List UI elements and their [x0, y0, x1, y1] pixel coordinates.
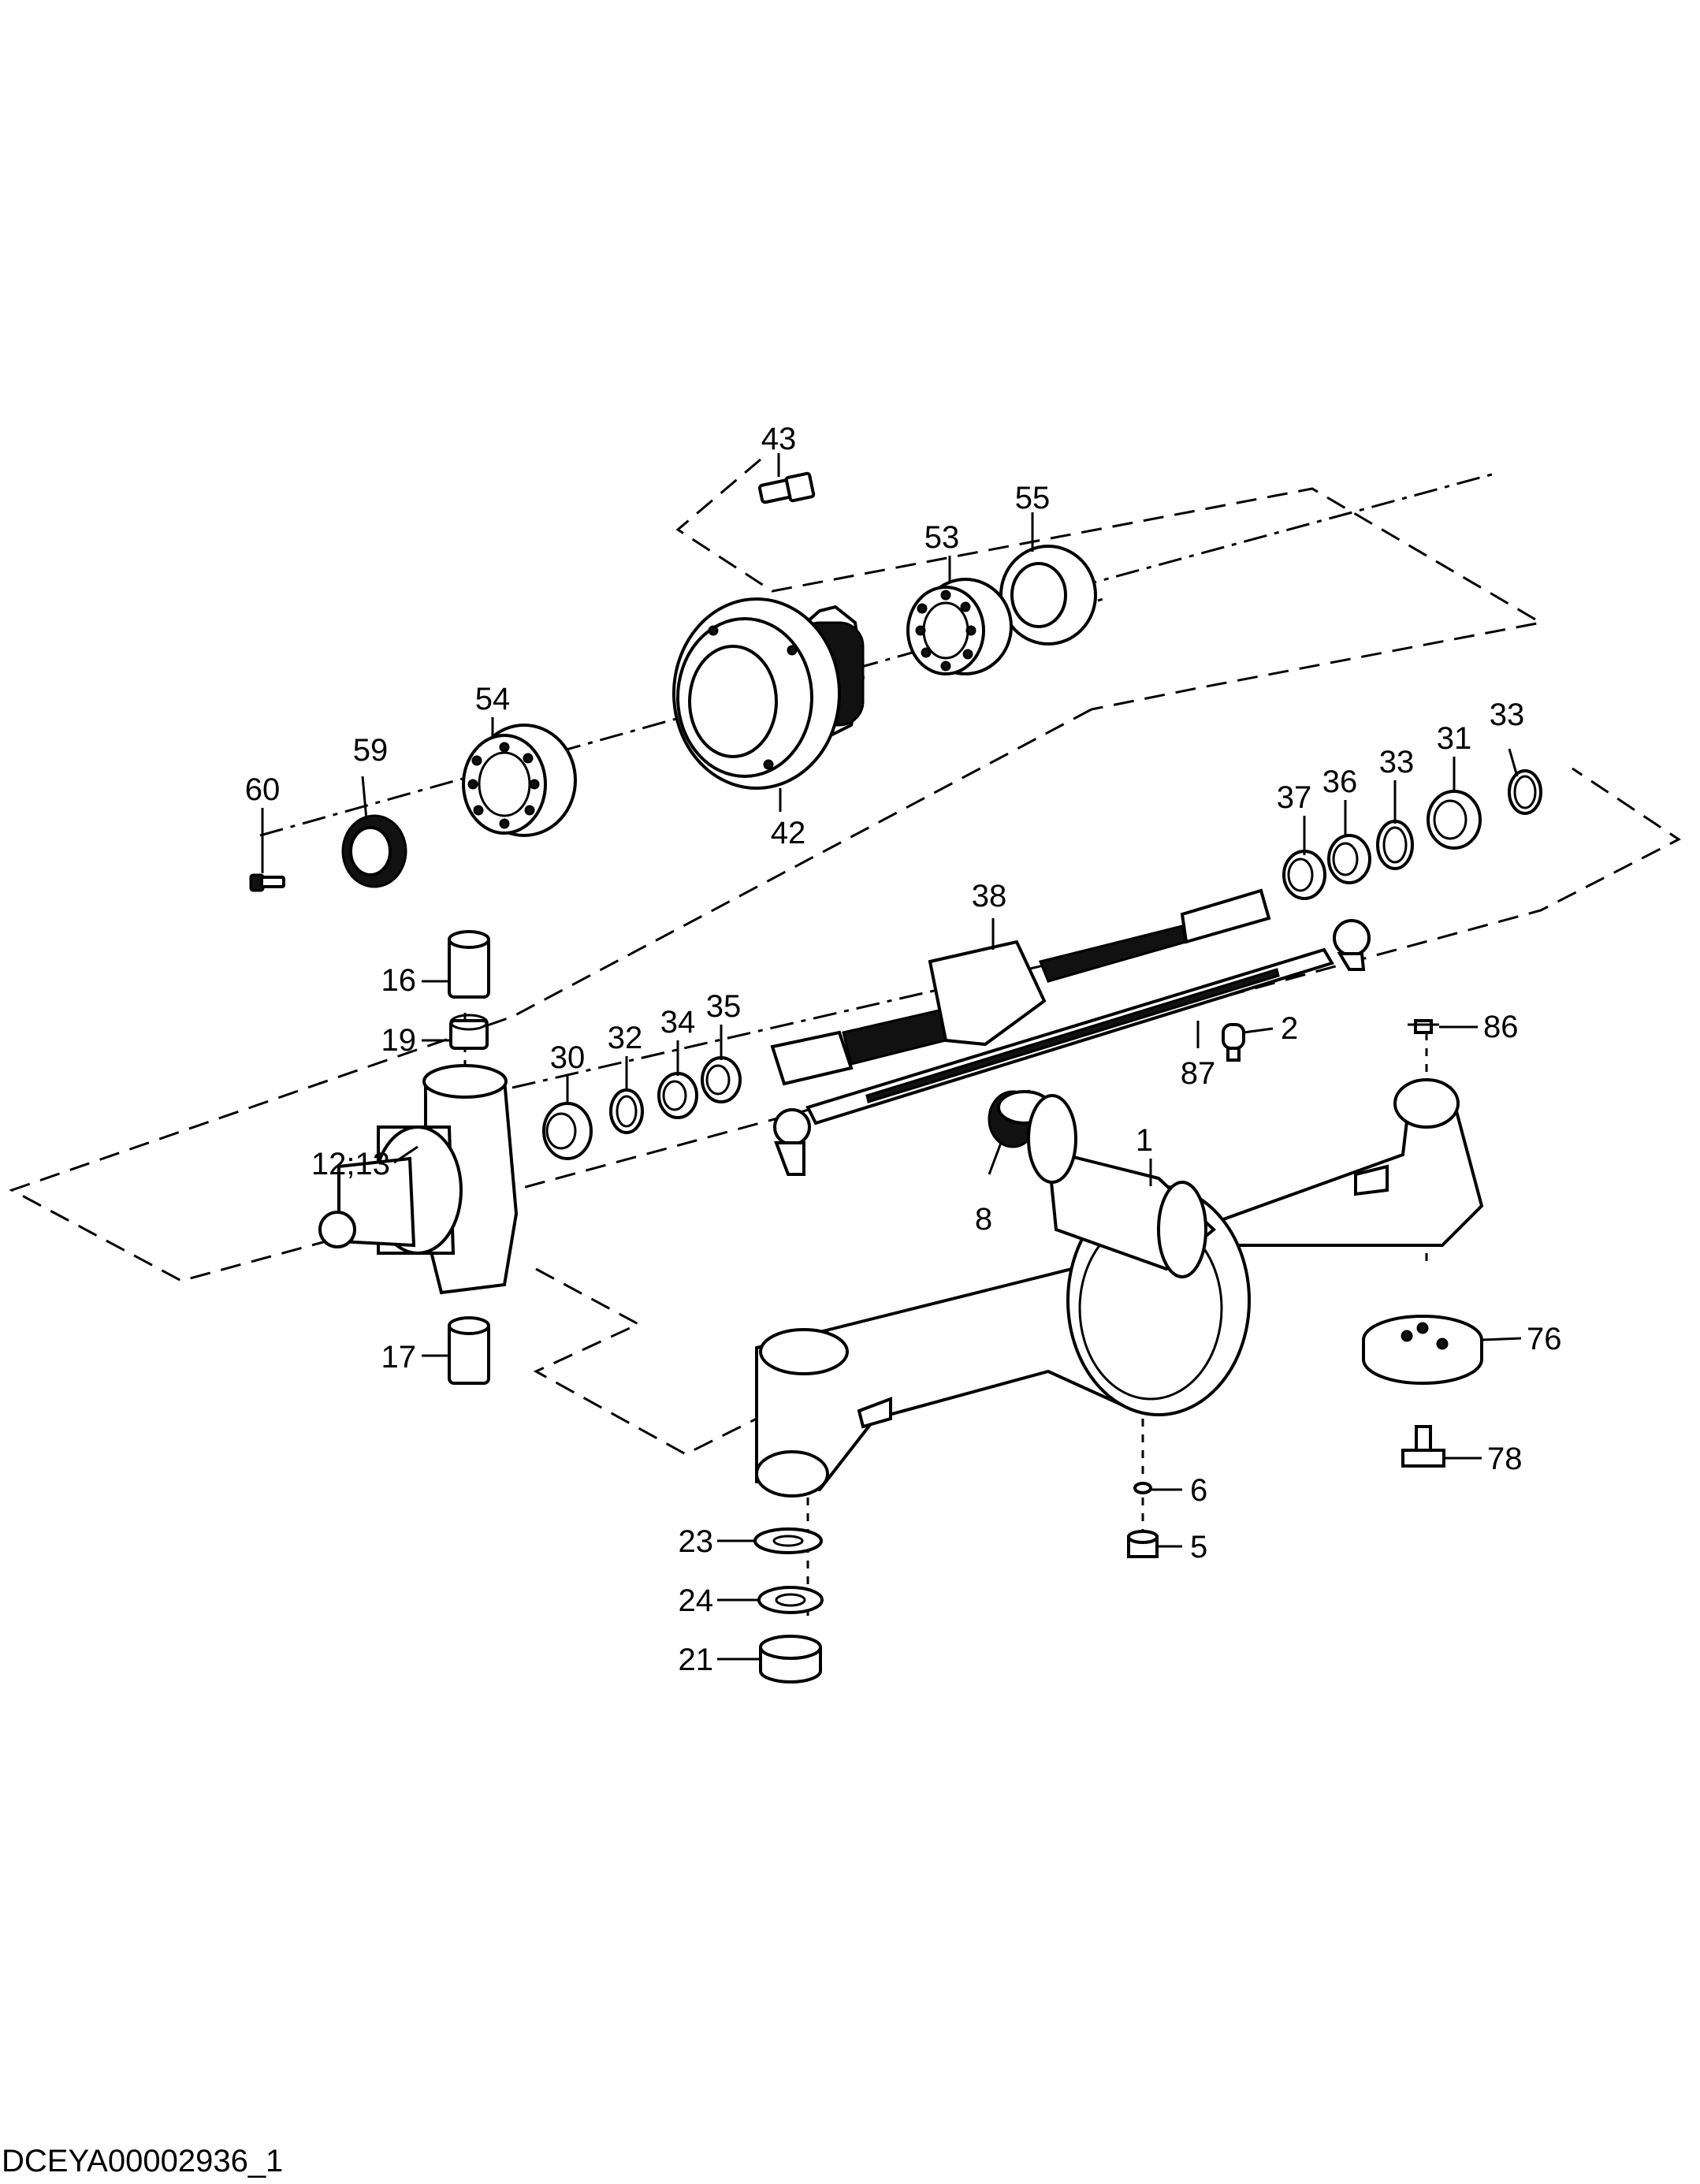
leader-lines [261, 453, 1522, 1661]
ring-36 [1327, 834, 1371, 884]
callout-86: 86 [1483, 1010, 1519, 1044]
callout-43: 43 [761, 422, 797, 456]
bushing-30 [542, 1102, 593, 1160]
steering-knuckle-12-13 [318, 1064, 519, 1295]
axle-housing-1 [755, 1078, 1484, 1498]
callout-5: 5 [1190, 1530, 1207, 1565]
callout-36: 36 [1322, 765, 1358, 799]
washer-24 [757, 1586, 824, 1614]
bushing-19 [449, 1014, 489, 1050]
callout-54: 54 [475, 682, 511, 716]
lock-nut-59 [341, 814, 407, 888]
callout-33a: 33 [1379, 745, 1415, 779]
callout-30: 30 [550, 1040, 586, 1075]
callout-21: 21 [679, 1643, 714, 1677]
plug-5 [1127, 1530, 1159, 1558]
drive-shaft-38 [770, 888, 1271, 1086]
bushing-31 [1427, 790, 1482, 850]
callout-76: 76 [1527, 1322, 1562, 1356]
fitting-86 [1408, 1019, 1439, 1034]
callout-60: 60 [245, 772, 281, 807]
snap-ring-33-b [1508, 769, 1542, 815]
callout-24: 24 [679, 1583, 714, 1618]
washer-23 [753, 1527, 823, 1554]
screw-60 [249, 873, 285, 892]
callout-23: 23 [679, 1524, 714, 1559]
callout-6: 6 [1190, 1473, 1207, 1508]
pin-17 [448, 1316, 490, 1385]
callout-19: 19 [381, 1023, 417, 1058]
drawing-id: DCEYA00002936_1 [2, 2144, 283, 2178]
callout-35: 35 [706, 989, 742, 1024]
bearing-53 [906, 578, 1013, 675]
callout-12-13: 12;13 [311, 1147, 390, 1181]
callout-55: 55 [1015, 481, 1051, 515]
tie-rod-87 [773, 919, 1371, 1176]
ring-37 [1282, 850, 1326, 900]
washer-6 [1133, 1482, 1152, 1494]
callout-59: 59 [353, 733, 389, 768]
bearing-54 [462, 724, 577, 837]
snap-ring-33-a [1376, 820, 1414, 870]
pin-16 [448, 930, 490, 999]
callout-17: 17 [381, 1340, 417, 1375]
assembly-outline-frames [9, 458, 1681, 1456]
callout-2: 2 [1281, 1011, 1298, 1046]
callout-33b: 33 [1490, 698, 1525, 732]
callout-42: 42 [771, 816, 806, 850]
hub-carrier-42 [672, 597, 865, 790]
ring-34 [657, 1072, 698, 1119]
grease-nipple-2 [1222, 1023, 1245, 1062]
seal-ring-55 [999, 545, 1097, 646]
callout-34: 34 [660, 1005, 696, 1040]
callout-labels: 43 55 53 54 59 60 42 37 36 33 31 33 38 3… [245, 422, 1562, 1677]
callout-37: 37 [1277, 780, 1312, 815]
bolt-78 [1401, 1425, 1445, 1468]
bushing-21 [759, 1635, 822, 1684]
callout-87: 87 [1181, 1056, 1216, 1091]
callout-53: 53 [924, 520, 960, 555]
callout-78: 78 [1487, 1442, 1523, 1476]
bolt-43 [758, 471, 816, 504]
callout-1: 1 [1136, 1123, 1153, 1158]
callout-8: 8 [975, 1202, 992, 1237]
callout-32: 32 [608, 1021, 643, 1055]
callout-38: 38 [972, 879, 1007, 913]
callout-31: 31 [1437, 721, 1472, 756]
ring-35 [701, 1056, 742, 1103]
cover-plate-76 [1362, 1315, 1483, 1385]
ring-32 [609, 1088, 644, 1134]
callout-16: 16 [381, 963, 417, 998]
